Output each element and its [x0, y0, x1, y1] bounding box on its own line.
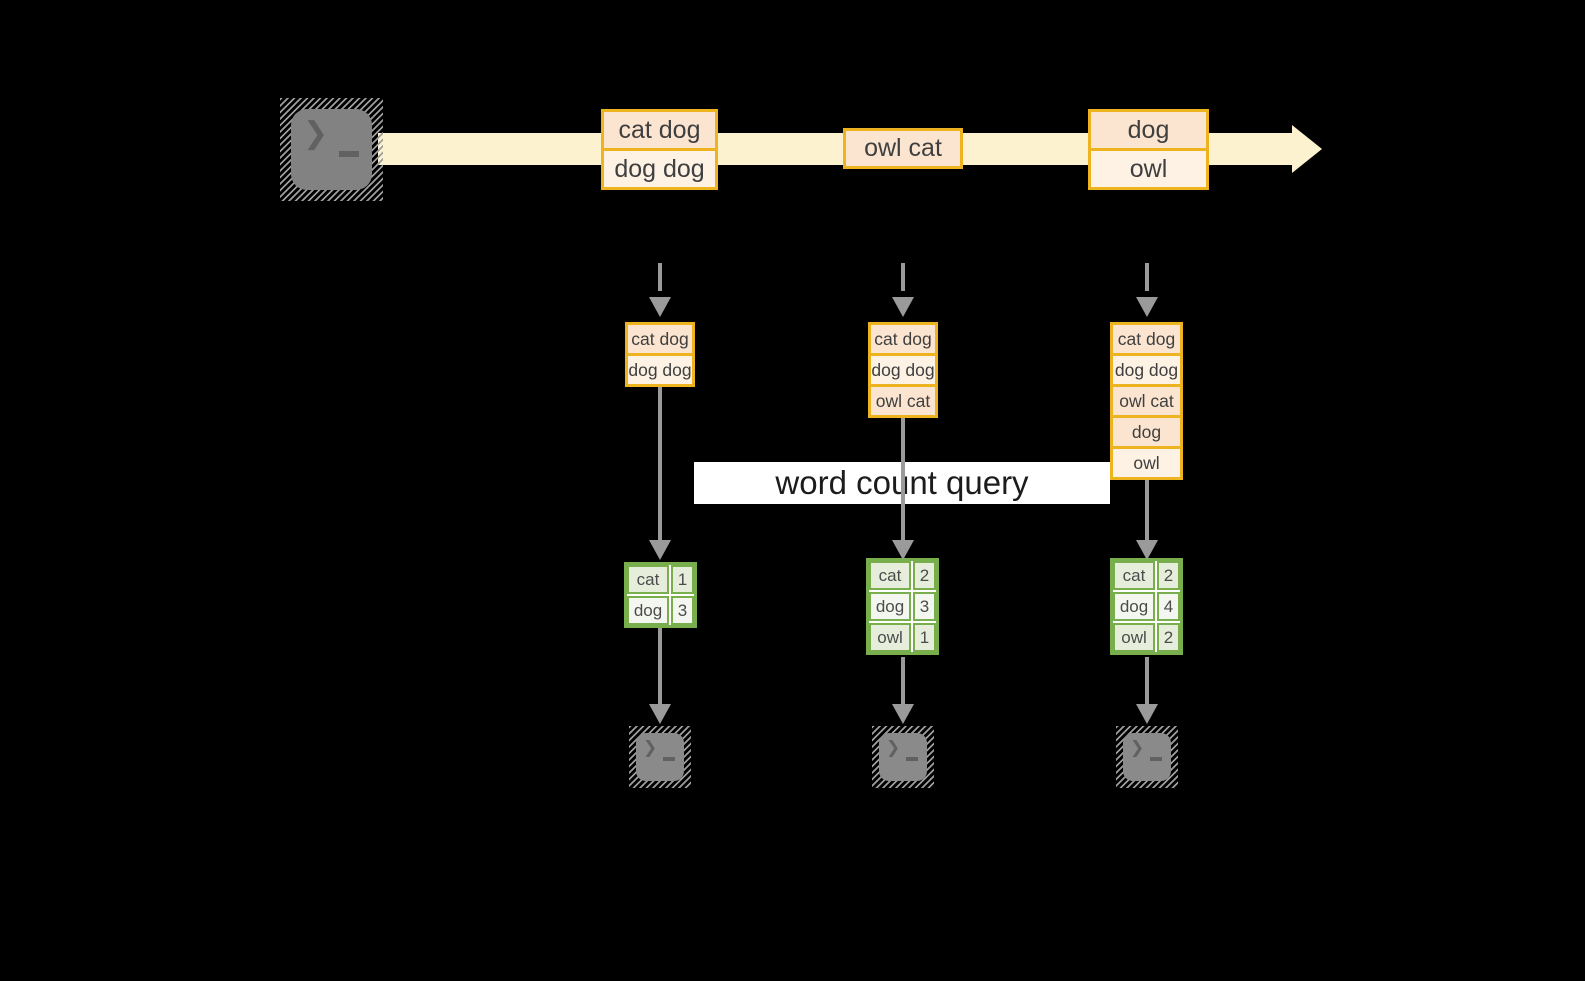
terminal-cursor-icon [906, 757, 918, 761]
state-record: dog [1110, 415, 1183, 449]
word-cell: owl [869, 623, 911, 652]
count-table-1: cat 1 dog 3 [624, 562, 697, 628]
word-cell: owl [1113, 623, 1155, 652]
stream-record: cat dog [601, 109, 718, 151]
stream-record: owl [1088, 148, 1209, 190]
count-cell: 4 [1157, 592, 1180, 621]
word-cell: cat [869, 561, 911, 590]
query-arrow-icon [649, 387, 671, 560]
trigger-arrow-icon [1136, 263, 1158, 317]
count-cell: 3 [671, 596, 694, 625]
word-cell: dog [627, 596, 669, 625]
terminal-icon: ❯ [280, 98, 383, 201]
output-arrow-icon [649, 628, 671, 724]
state-record: dog dog [868, 353, 938, 387]
terminal-screen: ❯ [879, 733, 927, 781]
terminal-cursor-icon [663, 757, 675, 761]
terminal-prompt-icon: ❯ [303, 117, 329, 150]
query-arrow-icon [892, 418, 914, 560]
terminal-icon: ❯ [1116, 726, 1178, 788]
stream-batch-2: owl cat [843, 128, 963, 169]
terminal-prompt-icon: ❯ [643, 738, 658, 757]
word-cell: cat [627, 565, 669, 594]
terminal-icon: ❯ [629, 726, 691, 788]
count-cell: 2 [913, 561, 936, 590]
terminal-icon: ❯ [872, 726, 934, 788]
terminal-prompt-icon: ❯ [1130, 738, 1145, 757]
output-arrow-icon [1136, 657, 1158, 724]
state-record: cat dog [1110, 322, 1183, 356]
terminal-cursor-icon [1150, 757, 1162, 761]
state-record: dog dog [625, 353, 695, 387]
count-table-2: cat 2 dog 3 owl 1 [866, 558, 939, 655]
count-cell: 3 [913, 592, 936, 621]
state-record: cat dog [625, 322, 695, 356]
stream-batch-1: cat dog dog dog [601, 109, 718, 190]
trigger-arrow-icon [649, 263, 671, 317]
stream-record: owl cat [843, 128, 963, 169]
state-record: cat dog [868, 322, 938, 356]
count-cell: 2 [1157, 561, 1180, 590]
word-cell: cat [1113, 561, 1155, 590]
terminal-screen: ❯ [291, 109, 372, 190]
input-table-3: cat dog dog dog owl cat dog owl [1110, 322, 1183, 480]
stream-timeline-arrowhead-icon [1292, 125, 1322, 173]
word-cell: dog [1113, 592, 1155, 621]
terminal-screen: ❯ [1123, 733, 1171, 781]
word-cell: dog [869, 592, 911, 621]
output-arrow-icon [892, 657, 914, 724]
count-cell: 1 [671, 565, 694, 594]
count-table-3: cat 2 dog 4 owl 2 [1110, 558, 1183, 655]
stream-record: dog dog [601, 148, 718, 190]
terminal-cursor-icon [339, 151, 359, 157]
state-record: owl [1110, 446, 1183, 480]
stream-batch-3: dog owl [1088, 109, 1209, 190]
input-table-2: cat dog dog dog owl cat [868, 322, 938, 418]
state-record: dog dog [1110, 353, 1183, 387]
terminal-screen: ❯ [636, 733, 684, 781]
trigger-arrow-icon [892, 263, 914, 317]
terminal-prompt-icon: ❯ [886, 738, 901, 757]
input-table-1: cat dog dog dog [625, 322, 695, 387]
state-record: owl cat [868, 384, 938, 418]
query-arrow-icon [1136, 480, 1158, 560]
state-record: owl cat [1110, 384, 1183, 418]
stream-record: dog [1088, 109, 1209, 151]
count-cell: 2 [1157, 623, 1180, 652]
count-cell: 1 [913, 623, 936, 652]
